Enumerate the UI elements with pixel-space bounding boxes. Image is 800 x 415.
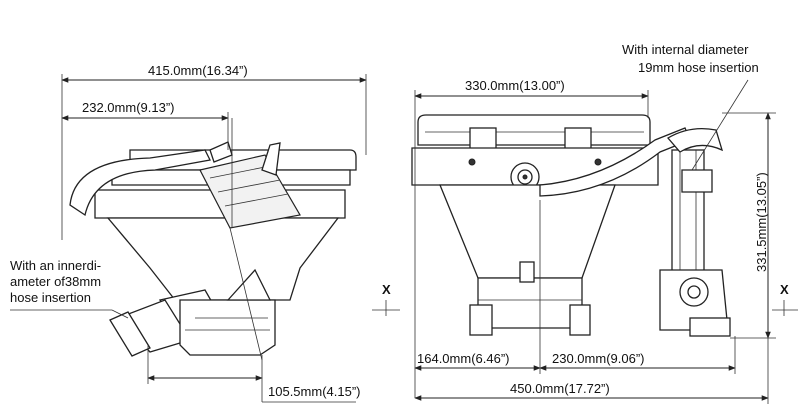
dim-total-width-label: 450.0mm(17.72”) [510, 381, 610, 396]
dim-left-offset-label: 164.0mm(6.46”) [417, 351, 509, 366]
right-hose-note-line1: With internal diameter [622, 42, 749, 57]
dim-base-width-label: 105.5mm(4.15”) [268, 384, 360, 399]
left-dimension-lines [10, 74, 400, 403]
dim-upper-width-label: 232.0mm(9.13”) [82, 100, 174, 115]
left-hose-note-line1: With an innerdi- [10, 258, 101, 273]
dim-seat-width-label: 330.0mm(13.00”) [465, 78, 565, 93]
right-view-drawing [411, 114, 731, 337]
dim-overall-width-label: 415.0mm(16.34”) [148, 63, 248, 78]
left-axis-marker: X [382, 282, 391, 297]
right-axis-marker: X [780, 282, 789, 297]
left-hose-note-line3: hose insertion [10, 290, 91, 305]
left-hose-note-line2: ameter of38mm [10, 274, 101, 289]
right-dimension-lines [414, 79, 798, 404]
right-hose-note-line2: 19mm hose insertion [638, 60, 759, 75]
dim-right-offset-label: 230.0mm(9.06”) [552, 351, 644, 366]
left-view-drawing [69, 118, 357, 361]
dim-height-label: 331.5mm(13.05”) [754, 172, 769, 272]
